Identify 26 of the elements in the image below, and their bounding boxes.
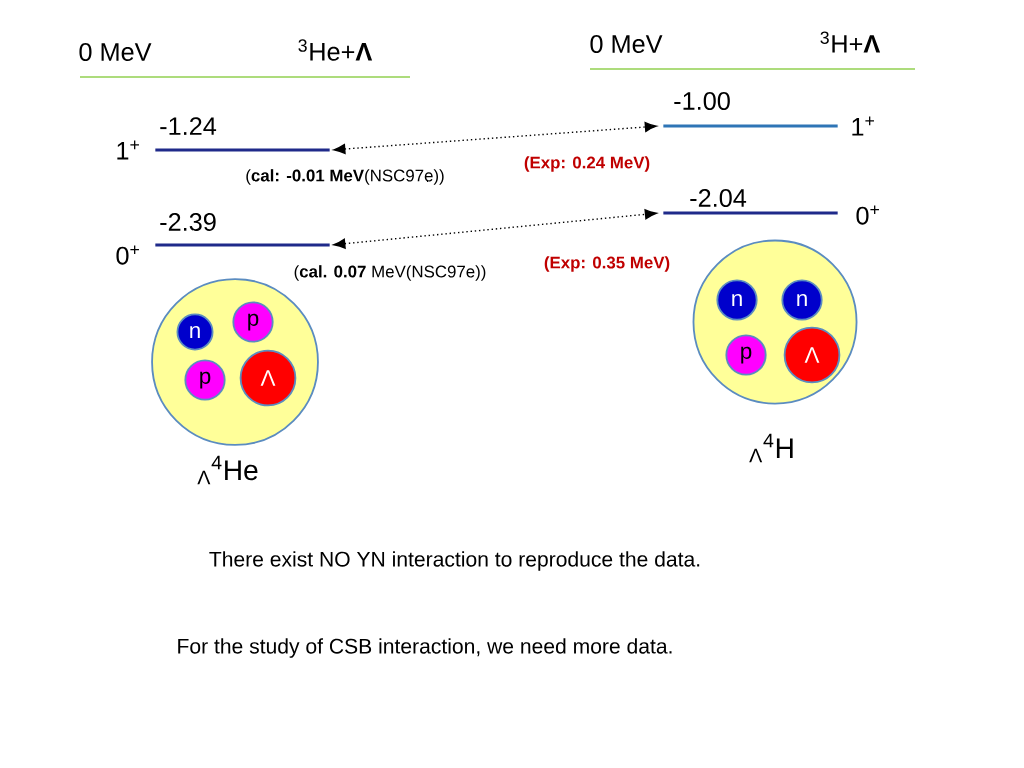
threshold-channel: $^{3}$H+Λ xyxy=(820,31,881,53)
spin-parity: 1$^{+}$ xyxy=(117,140,139,160)
energy-level xyxy=(155,148,330,152)
calculation-note: (cal. 0.07 MeV(NSC97e)) xyxy=(294,265,486,281)
energy-level xyxy=(663,211,838,215)
arrow xyxy=(333,121,657,155)
spin-parity: 0$^{+}$ xyxy=(856,205,879,225)
energy-value: -1.24 xyxy=(160,117,217,135)
calculation-note: (cal: -0.01 MeV(NSC97e)) xyxy=(246,169,444,185)
threshold-channel: $^{3}$He+Λ xyxy=(298,39,373,61)
conclusion-text: There exist NO YN interaction to reproduce the data. xyxy=(209,551,700,571)
energy-value: -1.00 xyxy=(674,92,730,110)
edge-label: (Exp: 0.24 MeV) xyxy=(524,156,650,172)
spin-parity: 1$^{+}$ xyxy=(852,116,874,136)
conclusion-text: For the study of CSB interaction, we need more data. xyxy=(178,638,672,658)
spin-parity: 0$^{+}$ xyxy=(116,245,139,265)
energy-value: -2.39 xyxy=(160,213,216,231)
energy-value: -2.04 xyxy=(690,189,747,207)
energy-level xyxy=(663,124,838,128)
nucleus-symbol: Λ$^{4}$He xyxy=(197,455,258,485)
threshold-energy: 0 MeV xyxy=(590,35,663,53)
edge-label: (Exp: 0.35 MeV) xyxy=(544,256,670,272)
energy-level xyxy=(155,243,330,247)
threshold-energy: 0 MeV xyxy=(79,43,152,61)
nucleus-symbol: Λ$^{4}$H xyxy=(749,433,793,463)
arrow xyxy=(333,209,657,249)
